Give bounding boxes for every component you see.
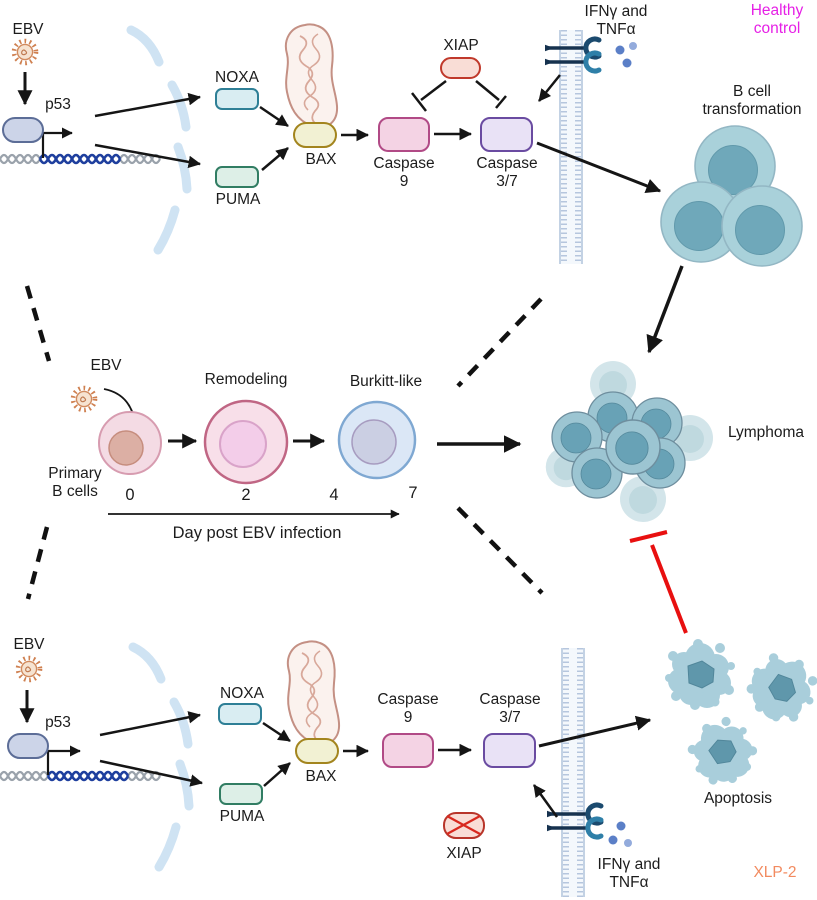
- arrow-p53-to-puma: [94, 143, 201, 169]
- xiap-node-bottom-crossed: [443, 812, 485, 839]
- dashed-connector-top-left: [24, 285, 52, 362]
- remodeling-cell: [203, 399, 289, 485]
- p53-label-bottom: p53: [45, 714, 71, 731]
- noxa-label-bottom: NOXA: [220, 685, 264, 702]
- nuclear-membrane-arcs: [126, 25, 192, 255]
- arrow-noxa-to-bax: [259, 105, 289, 128]
- xiap-cross-icon: [446, 815, 481, 835]
- ebv-virus-icon-bottom: [18, 658, 40, 680]
- arrow-receptor-to-caspase37-bottom: [532, 784, 559, 818]
- transformed-b-cells: [660, 125, 803, 267]
- cytokine-dots-top: [615, 42, 637, 68]
- apoptosis-inhibits-lymphoma-tbar: [629, 530, 688, 634]
- noxa-node-bottom: [218, 703, 262, 725]
- bax-node-top: [293, 122, 337, 148]
- arrow-caspase37-to-apoptosis: [538, 715, 652, 748]
- caspase37-label-bottom: Caspase 3/7: [479, 691, 541, 726]
- remodeling-label: Remodeling: [204, 371, 288, 388]
- dna-icon: [0, 153, 161, 165]
- timeline-graphics: [24, 285, 713, 634]
- ebv-virus-icon: [14, 41, 36, 63]
- arrow-receptor-to-caspase37: [538, 74, 561, 102]
- dna-icon-bottom: [0, 770, 161, 782]
- ebv-label-bottom: EBV: [13, 636, 45, 653]
- caspase37-node-top: [480, 117, 533, 152]
- arrow-puma-to-bax-bottom: [263, 762, 291, 787]
- arrow-p53-to-noxa-bottom: [99, 711, 201, 737]
- puma-node-top: [215, 166, 259, 188]
- dashed-connector-bottom-right: [456, 506, 544, 595]
- dashed-connector-top-right: [456, 297, 543, 388]
- arrow-p53-to-puma-bottom: [99, 759, 203, 787]
- lymphoma-cells: [545, 361, 713, 522]
- lymphoma-label: Lymphoma: [727, 424, 805, 441]
- cytokine-receptor-icon-top: [545, 39, 599, 71]
- plasma-membrane-bottom: [561, 648, 585, 897]
- xiap-node-top: [440, 57, 481, 79]
- caspase37-node-bottom: [483, 733, 536, 768]
- xiap-label-top: XIAP: [443, 37, 479, 54]
- healthy-control-label: Healthy control: [750, 2, 804, 37]
- p53-label-top: p53: [45, 96, 71, 113]
- noxa-node-top: [215, 88, 259, 110]
- apoptotic-cells: [664, 638, 817, 797]
- primary-b-cell: [98, 411, 162, 475]
- puma-label-top: PUMA: [215, 191, 261, 208]
- puma-node-bottom: [219, 783, 263, 805]
- caspase9-node-bottom: [382, 733, 434, 768]
- cytokine-dots-bottom: [608, 821, 632, 847]
- xlp2-label: XLP-2: [753, 864, 797, 881]
- b-cell-transformation-label: B cell transformation: [702, 83, 802, 118]
- caspase9-node-top: [378, 117, 430, 152]
- burkitt-like-cell: [337, 400, 417, 480]
- mitochondria-icon-bottom: [286, 640, 341, 746]
- xiap-inhibition-tbars: [411, 80, 507, 112]
- tick-day-4: 4: [329, 486, 339, 504]
- bax-node-bottom: [295, 738, 339, 764]
- arrow-caspase37-to-bcells: [536, 141, 662, 193]
- p53-node-top: [2, 117, 44, 143]
- cytokine-receptor-icon-bottom: [547, 805, 601, 837]
- timeline-axis-label: Day post EBV infection: [172, 524, 342, 542]
- apoptosis-label: Apoptosis: [703, 790, 773, 807]
- bax-label-bottom: BAX: [305, 768, 337, 785]
- plasma-membrane-top: [559, 30, 583, 264]
- caspase37-label-top: Caspase 3/7: [476, 155, 538, 190]
- dashed-connector-bottom-left: [25, 526, 50, 600]
- ebv-label-middle: EBV: [90, 357, 122, 374]
- p53-node-bottom: [7, 733, 49, 759]
- ebv-virus-icon-middle: [73, 388, 95, 410]
- tick-day-2: 2: [241, 486, 251, 504]
- bottom-pathway-graphics: [0, 638, 817, 872]
- caspase9-label-bottom: Caspase 9: [377, 691, 439, 726]
- mitochondria-icon: [284, 23, 339, 129]
- arrow-bcells-to-lymphoma: [646, 265, 684, 354]
- xiap-label-bottom: XIAP: [446, 845, 482, 862]
- primary-b-cells-label: Primary B cells: [48, 465, 102, 500]
- caspase9-label-top: Caspase 9: [373, 155, 435, 190]
- bax-label-top: BAX: [305, 151, 337, 168]
- cytokines-label-bottom: IFNγ and TNFα: [597, 856, 661, 891]
- arrow-noxa-to-bax-bottom: [262, 721, 291, 743]
- ebv-label-top: EBV: [12, 21, 44, 38]
- puma-label-bottom: PUMA: [219, 808, 265, 825]
- burkitt-like-label: Burkitt-like: [349, 373, 423, 390]
- arrow-p53-to-noxa: [94, 92, 201, 118]
- tick-day-7: 7: [408, 484, 418, 502]
- noxa-label-top: NOXA: [215, 69, 259, 86]
- nuclear-membrane-arcs-bottom: [128, 642, 194, 872]
- tick-day-0: 0: [125, 486, 135, 504]
- arrow-puma-to-bax: [261, 147, 289, 171]
- cytokines-label-top: IFNγ and TNFα: [584, 3, 648, 38]
